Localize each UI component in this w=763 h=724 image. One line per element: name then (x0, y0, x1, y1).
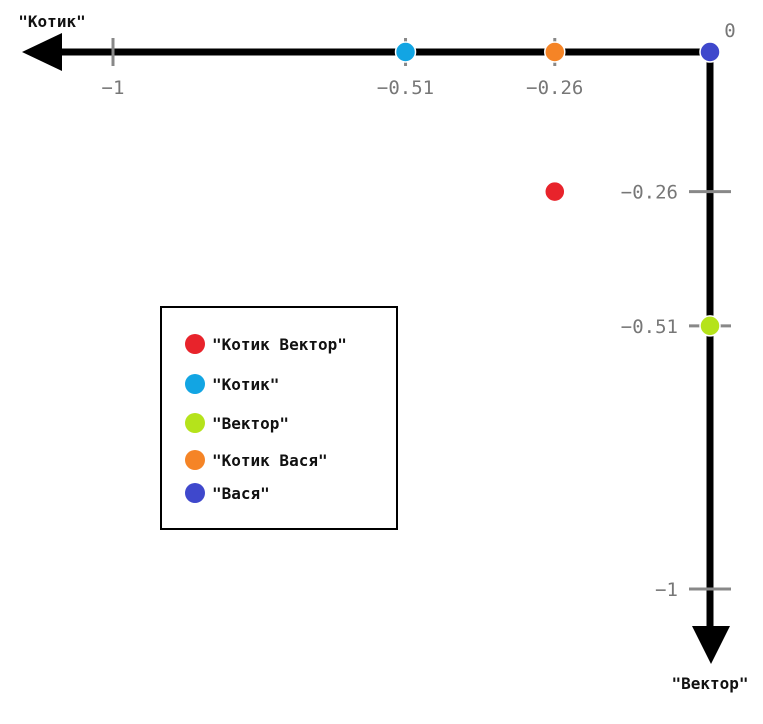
legend-marker (185, 450, 205, 470)
legend-label: "Котик Вектор" (212, 335, 347, 354)
y-axis-arrowhead (692, 626, 730, 664)
legend-label: "Котик Вася" (212, 451, 328, 470)
x-tick-label: −0.26 (526, 77, 583, 99)
legend-marker (185, 374, 205, 394)
data-point (394, 41, 417, 63)
y-tick-label: −0.51 (621, 316, 678, 338)
origin-label: 0 (724, 20, 735, 42)
data-point (699, 41, 721, 63)
x-axis-label: "Котик" (18, 12, 85, 31)
legend-label: "Вектор" (212, 414, 289, 433)
x-tick-label: −1 (102, 77, 125, 99)
legend-marker (185, 334, 205, 354)
legend-marker (185, 413, 205, 433)
legend-label: "Котик" (212, 375, 279, 394)
x-tick-label: −0.51 (377, 77, 434, 99)
data-point (699, 315, 721, 337)
x-axis-arrowhead (22, 33, 62, 71)
y-axis-label: "Вектор" (671, 674, 748, 693)
y-tick-label: −1 (655, 579, 678, 601)
data-point (544, 180, 566, 203)
y-tick-label: −0.26 (621, 182, 678, 204)
data-point (544, 41, 566, 63)
legend-marker (185, 483, 205, 503)
legend-label: "Вася" (212, 484, 270, 503)
